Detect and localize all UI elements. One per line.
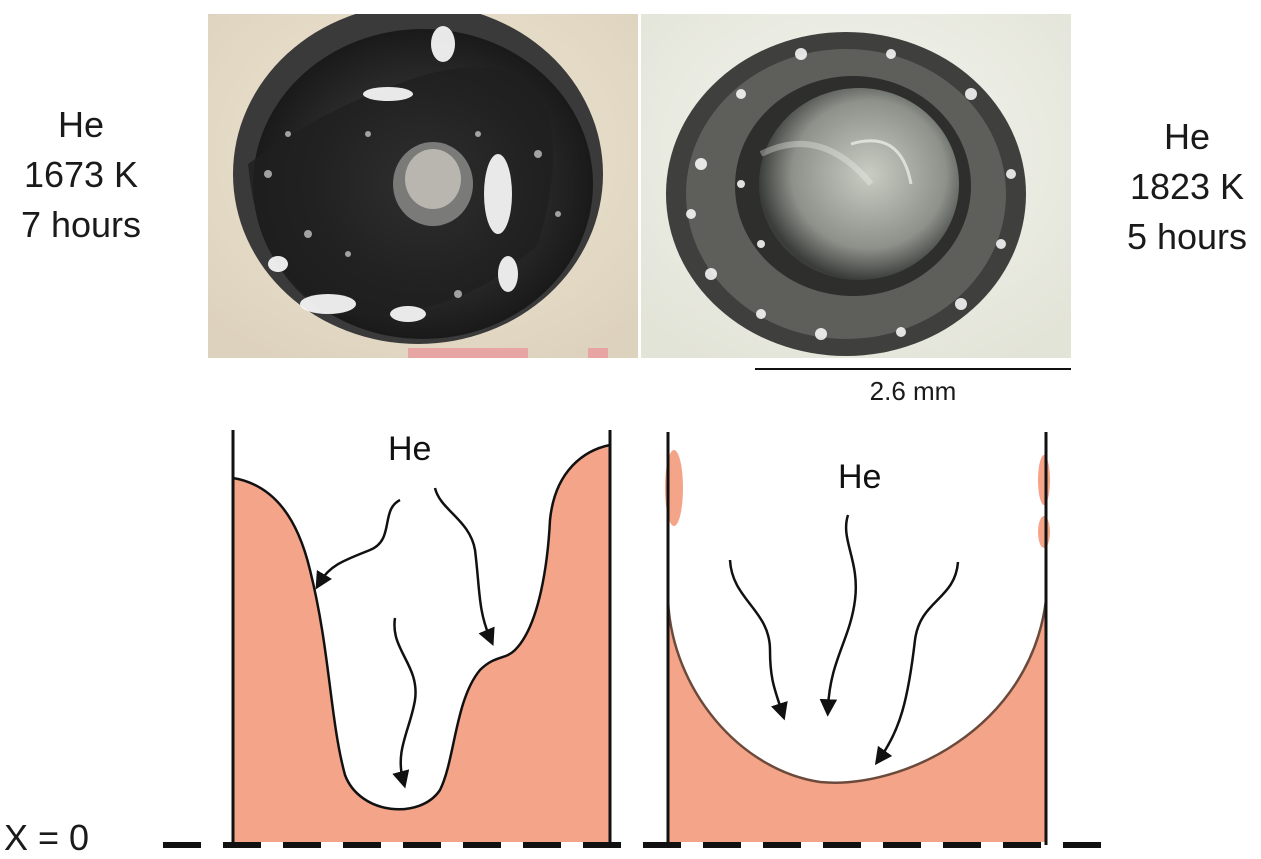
left-flow-arrow-2 <box>435 488 490 638</box>
right-wall-droplet-right-lower <box>1038 516 1050 548</box>
baseline-label: X = 0 <box>4 818 89 858</box>
left-flow-arrow-1 <box>320 500 400 582</box>
right-flow-arrow-3 <box>880 562 958 758</box>
right-flow-arrow-2 <box>828 515 856 708</box>
right-flow-arrow-1 <box>730 560 782 712</box>
right-gas-text: He <box>838 458 881 496</box>
left-gas-text: He <box>388 430 431 468</box>
right-melt-region <box>668 600 1046 842</box>
right-wall-droplet-right-upper <box>1038 455 1050 505</box>
left-flow-arrow-3 <box>394 618 415 780</box>
